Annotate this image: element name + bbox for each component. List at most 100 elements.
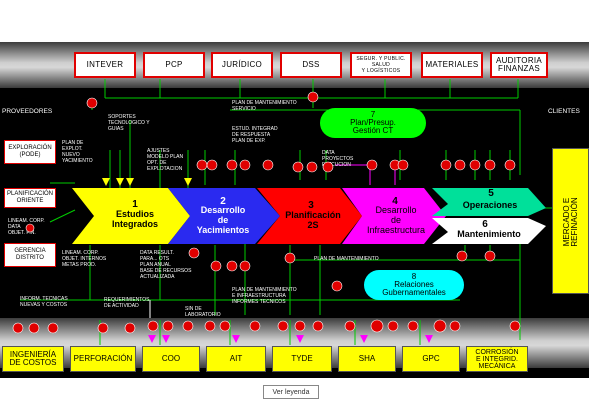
node-marker — [370, 319, 384, 333]
top-box-juridico[interactable]: JURÍDICO — [211, 52, 273, 78]
arrow-marker — [162, 335, 170, 343]
node-marker — [312, 320, 324, 332]
node-marker — [284, 252, 296, 264]
process-6-num: 6 — [482, 219, 488, 230]
arrow-marker — [126, 178, 134, 186]
top-box-pcp[interactable]: PCP — [143, 52, 205, 78]
bubble-7[interactable]: 7 Plan/Presup. Gestión CT — [320, 108, 426, 138]
process-4-shape — [342, 188, 446, 244]
node-marker — [249, 320, 261, 332]
node-marker — [456, 250, 468, 262]
top-box-auditoria[interactable]: AUDITORIA FINANZAS — [490, 52, 548, 78]
process-2-shape — [168, 188, 280, 244]
annotation-plan-mant-inf: PLAN DE MANTENIMIENTO E INFRAESTRUCTURA … — [232, 287, 297, 305]
bottom-box-perforacion[interactable]: PERFORACIÓN — [70, 346, 136, 372]
node-marker — [239, 159, 251, 171]
process-3-shape — [257, 188, 362, 244]
bottom-box-ait[interactable]: AIT — [206, 346, 266, 372]
node-marker — [387, 320, 399, 332]
node-marker — [188, 247, 200, 259]
bubble-8[interactable]: 8 Relaciones Gubernamentales — [364, 270, 464, 300]
node-marker — [97, 322, 109, 334]
process-5-num: 5 — [488, 188, 494, 199]
arrow-marker — [148, 335, 156, 343]
process-5-label[interactable]: Operaciones — [462, 200, 518, 210]
node-marker — [239, 260, 251, 272]
node-marker — [440, 159, 452, 171]
proveedores-label: PROVEEDORES — [2, 108, 53, 115]
legend-button[interactable]: Ver leyenda — [263, 385, 319, 399]
node-marker — [147, 320, 159, 332]
clientes-label: CLIENTES — [548, 108, 580, 115]
node-marker — [226, 260, 238, 272]
node-marker — [433, 319, 447, 333]
node-marker — [219, 320, 231, 332]
bubble-8-label: Relaciones Gubernamentales — [382, 280, 446, 297]
process-5-shape — [432, 188, 546, 216]
node-marker — [12, 322, 24, 334]
node-marker — [204, 320, 216, 332]
node-marker — [344, 320, 356, 332]
bottom-box-gpc[interactable]: GPC — [402, 346, 460, 372]
arrow-marker — [360, 335, 368, 343]
bottom-box-ingenieria-costos[interactable]: INGENIERÍA DE COSTOS — [2, 346, 64, 372]
node-marker — [407, 320, 419, 332]
process-4-label[interactable]: Desarrollo de Infraestructura — [366, 205, 426, 235]
top-box-intever[interactable]: INTEVER — [74, 52, 136, 78]
process-2-label[interactable]: Desarrollo de Yacimientos — [196, 205, 250, 235]
process-1-shape — [72, 188, 190, 244]
annotation-estudios: ESTUD. INTEGRAD DE RESPUESTA PLAN DE EXP… — [232, 126, 278, 144]
node-marker — [484, 159, 496, 171]
node-marker — [449, 320, 461, 332]
node-marker — [469, 159, 481, 171]
bottom-box-coo[interactable]: COO — [142, 346, 200, 372]
bottom-box-sha[interactable]: SHA — [338, 346, 396, 372]
bottom-box-tyde[interactable]: TYDE — [272, 346, 332, 372]
node-marker — [294, 320, 306, 332]
node-marker — [25, 223, 35, 233]
bottom-box-corrosion[interactable]: CORROSIÓN E INTEGRID. MECÁNICA — [466, 346, 528, 372]
annotation-lineam-corp: LINEAM. CORP. DATA OBJET. FIN. — [8, 218, 45, 236]
bubble-8-num: 8 — [411, 272, 417, 281]
top-box-materiales[interactable]: MATERIALES — [421, 52, 483, 78]
node-marker — [277, 320, 289, 332]
node-marker — [397, 159, 409, 171]
process-6-shape — [432, 218, 546, 244]
node-marker — [86, 97, 98, 109]
annotation-plan-mant-top: PLAN DE MANTENIMIENTO SERVICIO — [232, 100, 297, 112]
process-1-num: 1 — [132, 199, 138, 210]
left-box-exploracion[interactable]: EXPLORACIÓN (PODE) — [4, 140, 56, 164]
node-marker — [306, 161, 318, 173]
node-marker — [322, 161, 334, 173]
node-marker — [210, 260, 222, 272]
left-box-planificacion[interactable]: PLANIFICACIÓN ORIENTE — [4, 188, 56, 208]
top-box-dss[interactable]: DSS — [280, 52, 342, 78]
arrow-marker — [116, 178, 124, 186]
node-marker — [124, 322, 136, 334]
top-box-seguridad[interactable]: SEGUR. Y PUBLIC. SALUD Y LOGÍSTICOS — [350, 52, 412, 78]
arrow-marker — [232, 335, 240, 343]
bubble-7-label: Plan/Presup. Gestión CT — [350, 118, 396, 135]
node-marker — [484, 250, 496, 262]
node-marker — [292, 161, 304, 173]
annotation-data-result: DATA RESULT. PARA... OTS PLAN ANUAL BASE… — [140, 250, 192, 280]
annotation-requerimientos: REQUERIMIENTOS DE ACTIVIDAD — [104, 297, 150, 309]
process-3-label[interactable]: Planificación 2S — [285, 210, 341, 230]
node-marker — [504, 159, 516, 171]
process-2-num: 2 — [220, 196, 226, 207]
node-marker — [182, 320, 194, 332]
annotation-ajustes: AJUSTES MODELO PLAN OPT. DE EXPLOTACION — [147, 148, 184, 172]
annotation-sin-labor: SIN DE LABORATORIO — [185, 306, 221, 318]
annotation-datos-proy: DATA PROYECTOS EJECUCION — [322, 150, 354, 168]
process-6-label[interactable]: Mantenimiento — [457, 229, 521, 239]
bottom-area — [0, 368, 589, 378]
node-marker — [206, 159, 218, 171]
left-box-gerencia[interactable]: GERENCIA DISTRITO — [4, 243, 56, 267]
node-marker — [307, 91, 319, 103]
node-marker — [509, 320, 521, 332]
annotation-soportes: SOPORTES TECNOLOGICO Y GUIAS — [108, 114, 150, 132]
process-1-label[interactable]: Estudios Integrados — [111, 209, 158, 229]
